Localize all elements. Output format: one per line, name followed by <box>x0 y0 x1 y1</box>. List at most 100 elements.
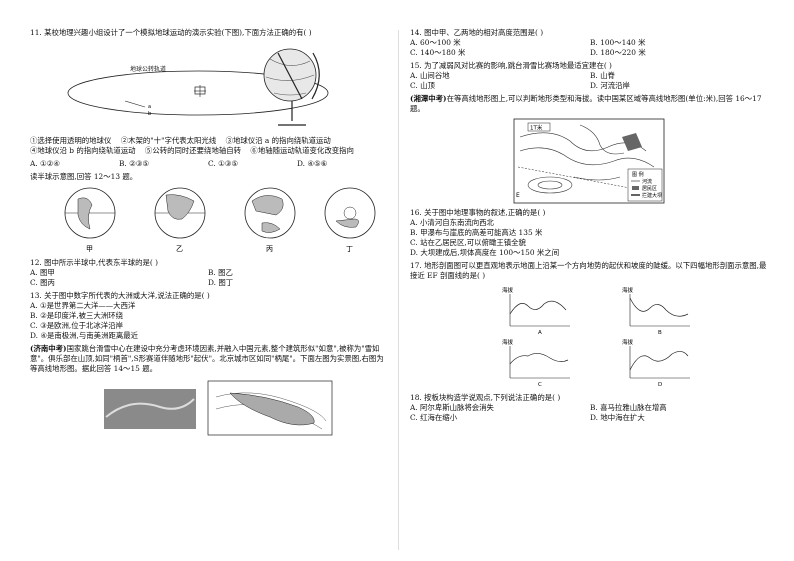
profile-label-d: D <box>658 382 662 388</box>
profile-label-c: C <box>538 382 542 388</box>
option-b[interactable]: B. 100～140 米 <box>590 37 646 47</box>
question-17: 17. 地形剖面图可以更直观地表示地面上沿某一个方向地势的起伏和坡度的陡缓。以下… <box>410 261 770 390</box>
option-d[interactable]: D. 地中海在扩大 <box>590 412 645 422</box>
svg-text:a: a <box>148 104 151 110</box>
jinan-intro: (济南中考)国家跳台滑雪中心在建设中充分考虑环境因素,并融入中国元素,整个建筑形… <box>30 344 386 374</box>
contour-ridge-label: 1T米 <box>530 123 543 131</box>
option-d[interactable]: D. 大坝建成后,坝体高度在 100～150 米之间 <box>410 247 560 257</box>
option-c[interactable]: C. 山顶 <box>410 80 435 90</box>
hemisphere-label-ding: 丁 <box>346 245 353 253</box>
svg-text:b: b <box>148 111 151 117</box>
profile-a: 海拔 A <box>502 286 570 336</box>
orbit-label: 地球公转轨道 <box>130 65 166 73</box>
hemisphere-diagrams: 甲 乙 丙 丁 <box>64 187 376 253</box>
hemisphere-label-bing: 丙 <box>266 245 273 253</box>
option-c[interactable]: C. 图丙 <box>30 277 55 287</box>
hemisphere-figures: 甲 乙 丙 丁 <box>30 185 386 255</box>
question-15: 15. 为了减弱风对比赛的影响,跳台滑雪比赛场地最适宜建在( ) A. 山间谷地… <box>410 61 770 91</box>
option-a[interactable]: A. ①②④ <box>30 158 60 168</box>
option-a[interactable]: A. 60～100 米 <box>410 37 461 47</box>
profile-d: 海拔 D <box>622 338 690 388</box>
question-11: 11. 某校地理兴趣小组设计了一个模拟地球运动的演示实验(下图),下面方法正确的… <box>30 28 386 169</box>
earth-orbit-diagram: 地球公转轨道 a b <box>67 48 329 126</box>
option-a[interactable]: A. 小清河自东南流向西北 <box>410 217 494 227</box>
svg-text:海拔: 海拔 <box>502 286 514 294</box>
question-11-stem: 11. 某校地理兴趣小组设计了一个模拟地球运动的演示实验(下图),下面方法正确的… <box>30 28 312 37</box>
hemisphere-ding <box>324 187 376 239</box>
statement-5: ⑤公转的同时还要绕地轴自转 <box>144 145 242 155</box>
question-12-stem: 12. 图中所示半球中,代表东半球的是( ) <box>30 257 159 267</box>
option-a[interactable]: A. ①是世界第二大洋——大西洋 <box>30 300 136 310</box>
statement-4: ④地球仪沿 b 的指向绕轨道运动 <box>30 145 136 155</box>
residential-icon <box>622 132 642 151</box>
question-17-stem: 17. 地形剖面图可以更直观地表示地面上沿某一个方向地势的起伏和坡度的陡缓。以下… <box>410 260 767 280</box>
left-column: 11. 某校地理兴趣小组设计了一个模拟地球运动的演示实验(下图),下面方法正确的… <box>30 28 386 442</box>
profile-c: 海拔 C <box>502 338 570 388</box>
option-a[interactable]: A. 阿尔卑斯山脉将会消失 <box>410 402 494 412</box>
contour-map-diagram: 1T米 E F 图 例 河流 居民区 拦建大坝 <box>513 118 665 204</box>
option-d[interactable]: D. ④是南极洲,与南美洲距离最近 <box>30 330 139 340</box>
option-b[interactable]: B. 甲瀑布与崖底的高差可能高达 135 米 <box>410 227 543 237</box>
statement-3: ③地球仪沿 a 的指向绕轨道运动 <box>225 135 331 145</box>
column-divider <box>398 30 399 550</box>
question-12: 12. 图中所示半球中,代表东半球的是( ) A. 图甲 B. 图乙 C. 图丙… <box>30 258 386 288</box>
svg-text:海拔: 海拔 <box>622 286 634 294</box>
orbit-ellipse <box>67 70 329 116</box>
q12-intro: 读半球示意图,回答 12～13 题。 <box>30 171 138 181</box>
jinan-text: 国家跳台滑雪中心在建设中充分考虑环境因素,并融入中国元素,整个建筑形似"如意",… <box>30 343 384 373</box>
question-18: 18. 按板块构造学说观点,下列说法正确的是( ) A. 阿尔卑斯山脉将会消失 … <box>410 393 770 423</box>
option-d[interactable]: D. 180～220 米 <box>590 47 646 57</box>
option-c[interactable]: C. 红海在缩小 <box>410 412 458 422</box>
hemisphere-label-jia: 甲 <box>86 245 93 253</box>
question-16-stem: 16. 关于图中地理事物的叙述,正确的是( ) <box>410 207 546 217</box>
option-b[interactable]: B. ②③⑤ <box>119 158 150 168</box>
xiangtan-text: 在等高线地形图上,可以判断地形类型和海拔。读中国某区域等高线地形图(单位:米),… <box>410 93 762 113</box>
option-a[interactable]: A. 图甲 <box>30 267 55 277</box>
question-13-stem: 13. 关于图中数字所代表的大洲或大洋,说法正确的是( ) <box>30 290 210 300</box>
question-11-options: A. ①②④ B. ②③⑤ C. ①③⑤ D. ④⑤⑥ <box>30 159 386 169</box>
profile-figures: 海拔 A 海拔 B 海拔 <box>410 284 770 390</box>
jinan-tag: (济南中考) <box>30 343 67 353</box>
profile-b: 海拔 B <box>622 286 690 336</box>
question-11-statements: ①选择使用透明的地球仪 ②木架的"十"字代表太阳光线 ③地球仪沿 a 的指向绕轨… <box>30 136 386 156</box>
svg-text:E: E <box>516 192 520 199</box>
question-14: 14. 图中甲、乙两地的相对高度范围是( ) A. 60～100 米 B. 10… <box>410 28 770 58</box>
question-16: 16. 关于图中地理事物的叙述,正确的是( ) A. 小清河自东南流向西北 B.… <box>410 208 770 258</box>
statement-2: ②木架的"十"字代表太阳光线 <box>120 135 217 145</box>
question-18-stem: 18. 按板块构造学说观点,下列说法正确的是( ) <box>410 392 561 402</box>
xiangtan-intro: (湘潭中考)在等高线地形图上,可以判断地形类型和海拔。读中国某区域等高线地形图(… <box>410 94 770 114</box>
hemisphere-jia <box>64 187 116 239</box>
hemisphere-bing <box>244 187 296 239</box>
legend-dam: 拦建大坝 <box>642 192 662 199</box>
question-13: 13. 关于图中数字所代表的大洲或大洋,说法正确的是( ) A. ①是世界第二大… <box>30 291 386 341</box>
question-14-stem: 14. 图中甲、乙两地的相对高度范围是( ) <box>410 28 544 37</box>
ski-jump-images <box>104 380 333 436</box>
option-b[interactable]: B. 山脊 <box>590 70 615 80</box>
earth-orbit-figure: 地球公转轨道 a b <box>30 41 386 133</box>
option-d[interactable]: D. ④⑤⑥ <box>297 158 328 168</box>
contour-map-figure: 1T米 E F 图 例 河流 居民区 拦建大坝 <box>410 117 770 205</box>
option-b[interactable]: B. 图乙 <box>208 267 233 277</box>
svg-text:海拔: 海拔 <box>502 338 514 346</box>
option-d[interactable]: D. 河流沿岸 <box>590 80 630 90</box>
profile-label-b: B <box>658 330 662 336</box>
svg-text:海拔: 海拔 <box>622 338 634 346</box>
hemisphere-label-yi: 乙 <box>176 245 183 253</box>
option-c[interactable]: C. 站在乙居民区,可以俯瞰王镇全貌 <box>410 237 526 247</box>
question-15-stem: 15. 为了减弱风对比赛的影响,跳台滑雪比赛场地最适宜建在( ) <box>410 60 612 70</box>
option-b[interactable]: B. 喜马拉雅山脉在增高 <box>590 402 667 412</box>
profile-label-a: A <box>538 330 542 336</box>
ski-jump-figures <box>30 377 386 439</box>
option-d[interactable]: D. 图丁 <box>208 277 234 287</box>
option-c[interactable]: C. ①③⑤ <box>208 158 238 168</box>
hemisphere-yi <box>154 187 206 239</box>
statement-1: ①选择使用透明的地球仪 <box>30 135 112 145</box>
option-c[interactable]: C. 140～180 米 <box>410 47 466 57</box>
option-c[interactable]: C. ③是欧洲,位于北冰洋沿岸 <box>30 320 123 330</box>
legend-title: 图 例 <box>632 171 644 178</box>
legend-residential: 居民区 <box>642 186 657 192</box>
option-b[interactable]: B. ②是印度洋,被三大洲环绕 <box>30 310 124 320</box>
legend-river: 河流 <box>642 178 652 185</box>
option-a[interactable]: A. 山间谷地 <box>410 70 450 80</box>
